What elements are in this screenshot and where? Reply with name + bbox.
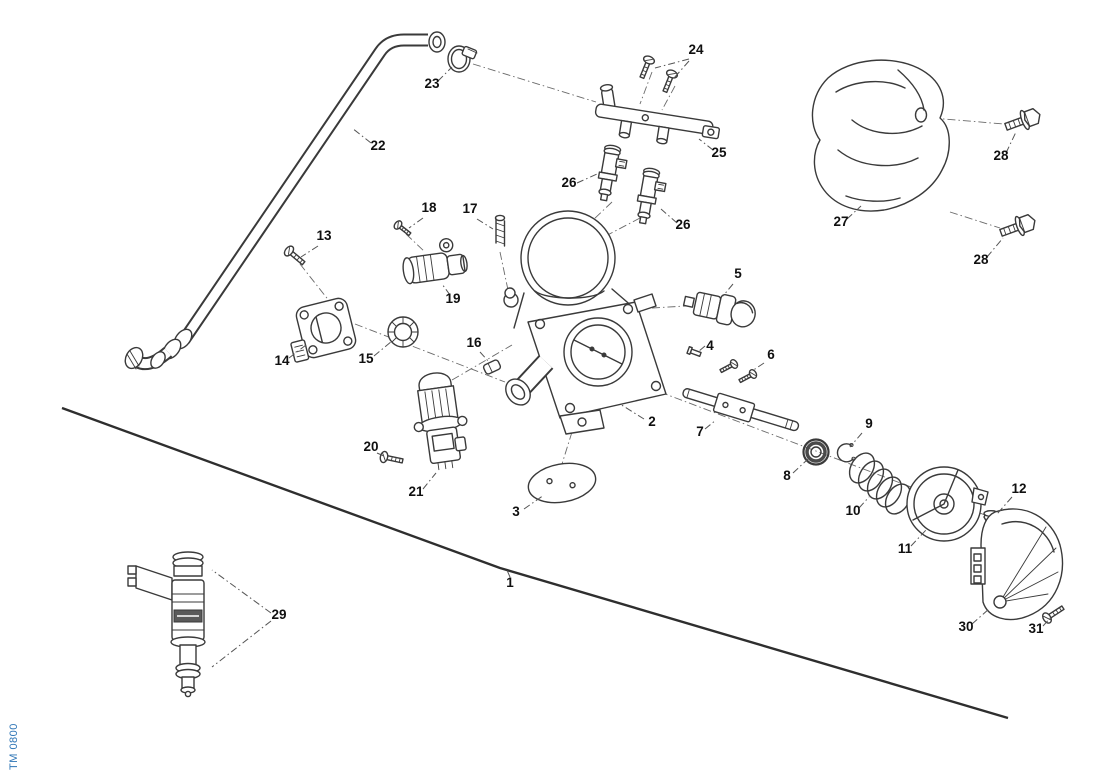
part-14-tps	[290, 297, 357, 363]
callout-12-11: 12	[1011, 481, 1026, 496]
callout-14-13: 14	[274, 353, 290, 368]
part-8-bearing	[802, 438, 830, 466]
callout-9-8: 9	[865, 416, 873, 431]
callout-23-22: 23	[424, 76, 440, 91]
callout-20-19: 20	[363, 439, 378, 454]
part-26-injector-b	[633, 166, 669, 227]
callout-25-24: 25	[711, 145, 727, 160]
callout-8-7: 8	[783, 468, 791, 483]
part-4-small-screw	[686, 345, 702, 357]
part-20-screw	[378, 450, 405, 468]
part-11-throttle-pulley	[906, 466, 989, 542]
part-22-fuel-hose	[124, 31, 446, 371]
callout-19-18: 19	[445, 291, 460, 306]
callout-5-4: 5	[734, 266, 742, 281]
callout-18-17: 18	[421, 200, 437, 215]
part-9-circlip	[836, 442, 856, 463]
callout-4-3: 4	[706, 338, 714, 353]
callout-30-31: 30	[958, 619, 973, 634]
part-17-spring-screw	[494, 214, 506, 247]
part-28-bolt-b	[999, 214, 1036, 237]
callout-13-12: 13	[316, 228, 332, 243]
part-23-hose-clamp	[447, 45, 478, 73]
part-5-valve	[682, 291, 756, 328]
part-19-sensor	[402, 238, 468, 285]
part-29-fuel-injector	[127, 551, 206, 698]
part-3-disc	[527, 462, 597, 504]
part-27-cover	[811, 59, 950, 212]
callout-leader-lines	[211, 58, 1053, 668]
callout-24-23: 24	[688, 42, 704, 57]
part-26-injector-a	[594, 143, 630, 204]
part-16-cap	[482, 359, 502, 375]
part-10-spring	[848, 452, 912, 515]
callout-10-9: 10	[845, 503, 860, 518]
callout-28-29: 28	[973, 252, 989, 267]
callout-31-32: 31	[1028, 621, 1044, 636]
callout-26-26: 26	[675, 217, 691, 232]
callout-16-15: 16	[466, 335, 482, 350]
callout-7-6: 7	[696, 424, 704, 439]
callout-6-5: 6	[767, 347, 775, 362]
part-21-idle-motor	[413, 372, 468, 471]
hose-elbow-fitting	[124, 328, 193, 371]
callout-1-0: 1	[506, 575, 514, 590]
callout-26-25: 26	[561, 175, 577, 190]
part-2-throttle-body	[503, 210, 667, 435]
callout-27-27: 27	[833, 214, 848, 229]
part-28-bolt-a	[1004, 108, 1041, 131]
callout-29-30: 29	[271, 607, 286, 622]
part-6-screws	[717, 357, 759, 386]
part-24-rail-screws	[635, 53, 680, 95]
callout-21-20: 21	[408, 484, 424, 499]
callout-15-14: 15	[358, 351, 374, 366]
callout-11-10: 11	[898, 541, 913, 556]
callout-28-28: 28	[993, 148, 1009, 163]
callout-2-1: 2	[648, 414, 656, 429]
part-25-fuel-rail	[594, 83, 721, 145]
part-15-needle-bearing	[387, 316, 419, 348]
callout-17-16: 17	[462, 201, 477, 216]
part-18-screw	[391, 218, 414, 239]
callout-22-21: 22	[370, 138, 385, 153]
part-30-throttle-cover	[970, 508, 1064, 621]
part-7-throttle-shaft	[682, 388, 800, 432]
document-code: TM 0800	[8, 723, 20, 770]
callout-3-2: 3	[512, 504, 520, 519]
part-1-assembly-line	[61, 406, 1009, 720]
assembly-centerlines	[299, 63, 1005, 516]
